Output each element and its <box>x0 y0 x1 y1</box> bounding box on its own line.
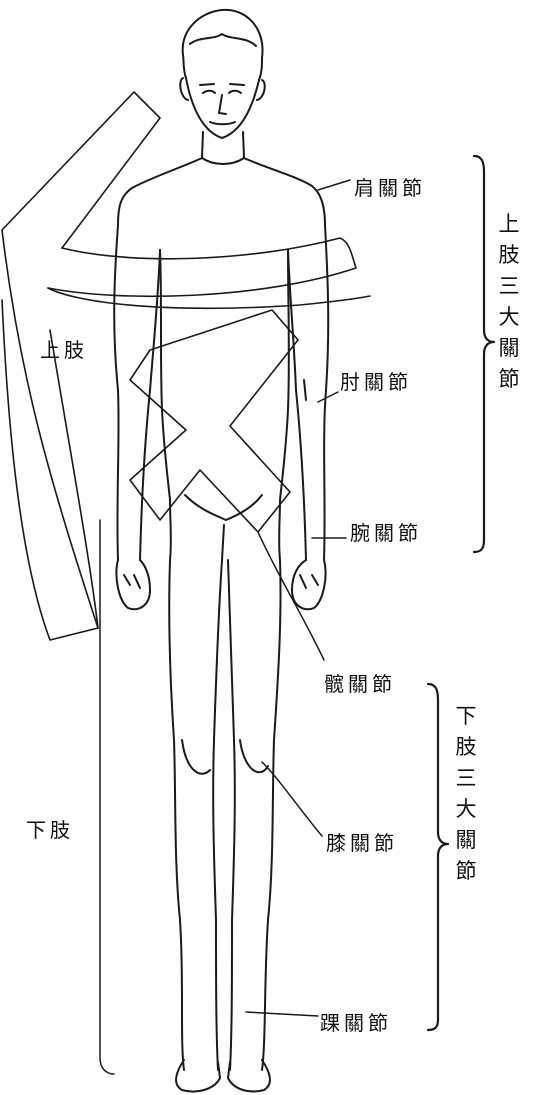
lower-title-char: 三 <box>455 766 477 790</box>
lower-limb-label: 下肢 <box>26 818 74 842</box>
shoulder-joint-label: 肩關節 <box>354 176 426 200</box>
right-arm-outline <box>287 224 330 611</box>
upper-title-char: 大 <box>498 305 520 329</box>
leader-lines <box>245 179 351 1017</box>
upper-title-char: 上 <box>498 212 520 236</box>
lower-limb-bracket <box>99 519 115 1075</box>
ankle-joint-label: 踝關節 <box>320 1011 392 1035</box>
upper-limb-arc-overlay <box>1 91 371 641</box>
lower-title-char: 下 <box>455 704 477 728</box>
left-arm-outline <box>113 224 161 611</box>
upper-joints-brace <box>472 154 496 554</box>
lower-joints-brace <box>426 682 450 1032</box>
knee-joint-label: 膝關節 <box>326 831 398 855</box>
lower-title-char: 肢 <box>455 735 477 759</box>
lower-title-char: 大 <box>455 797 477 821</box>
upper-title-char: 三 <box>498 274 520 298</box>
hip-joint-label: 髋關節 <box>324 672 396 696</box>
head-outline <box>179 8 266 139</box>
wrist-joint-label: 腕關節 <box>350 521 422 545</box>
lower-title-char: 關 <box>455 828 477 852</box>
lower-title-char: 節 <box>455 859 477 883</box>
upper-limb-label: 上肢 <box>40 338 88 362</box>
x-mark-overlay <box>129 309 299 533</box>
lower-joints-group-title: 下 肢 三 大 關 節 <box>454 706 478 892</box>
upper-title-char: 肢 <box>498 243 520 267</box>
left-leg-outline <box>168 559 223 1093</box>
upper-joints-group-title: 上 肢 三 大 關 節 <box>497 214 521 400</box>
right-leg-outline <box>227 559 282 1093</box>
torso-outline <box>117 131 326 561</box>
elbow-joint-label: 肘關節 <box>340 370 412 394</box>
upper-title-char: 關 <box>498 336 520 360</box>
upper-title-char: 節 <box>498 367 520 391</box>
